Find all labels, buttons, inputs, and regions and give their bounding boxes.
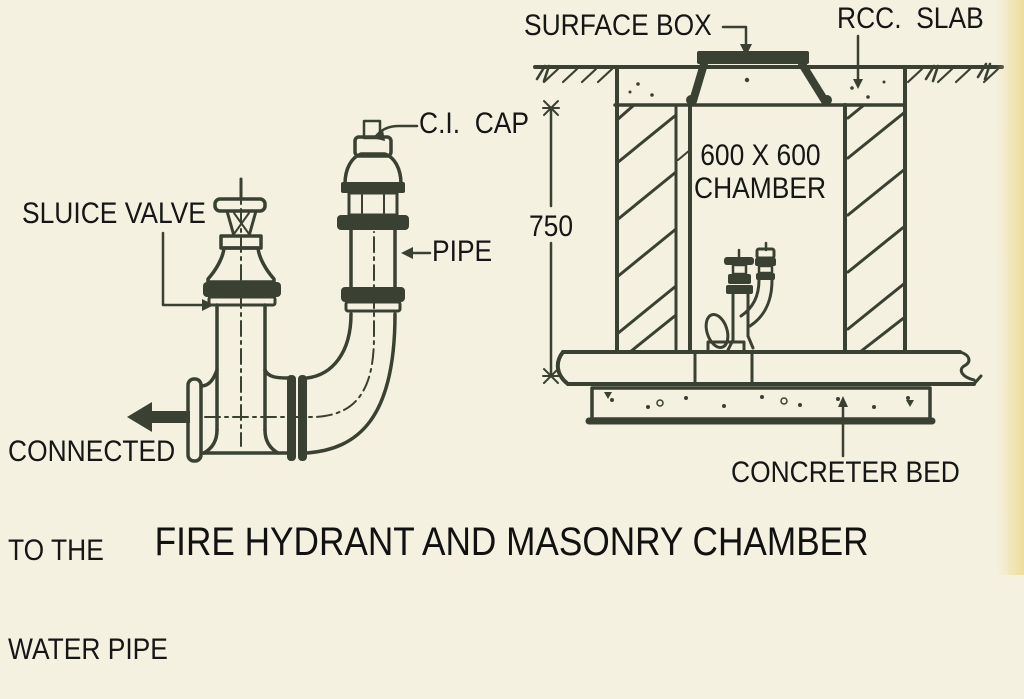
chamber-label: 600 X 600 CHAMBER: [680, 139, 840, 205]
rcc-slab-left: [615, 65, 654, 107]
bend-flange: [287, 375, 307, 461]
right-wall: [843, 65, 907, 354]
pipe-label: PIPE: [432, 235, 493, 268]
leader-concrete-bed: [838, 396, 848, 458]
left-wall-hatch: [615, 103, 691, 354]
soil-hatch-left: [535, 64, 614, 84]
water-main-pipe: [555, 340, 983, 386]
ci-cap-label: C.I. CAP: [419, 107, 530, 140]
hydrant-neck: [347, 191, 399, 217]
sluice-valve-body: [203, 234, 281, 307]
centerlines: [204, 180, 375, 447]
surface-box: [686, 51, 832, 105]
leader-surface-box: [721, 25, 752, 56]
depth-dimension-text: 750: [529, 210, 574, 243]
leader-ci-cap: [372, 124, 419, 141]
hydrant-barrel: [349, 228, 397, 290]
dimension-line-750: [542, 100, 560, 384]
water-pipe-arrow: [127, 402, 190, 432]
right-wall-hatch: [846, 103, 907, 354]
chamber-size-text: 600 X 600: [699, 139, 821, 172]
rcc-slab-right: [850, 80, 886, 99]
chamber-word-text: CHAMBER: [693, 172, 826, 205]
elbow-bend: [305, 312, 397, 455]
leader-sluice-valve: [161, 231, 214, 311]
sluice-valve-label: SLUICE VALVE: [22, 197, 206, 230]
soil-hatch-right: [906, 62, 1000, 84]
hydrant-lower-flange: [341, 287, 405, 313]
sluice-valve-handwheel: [213, 177, 267, 238]
diagram-title-text: FIRE HYDRANT AND MASONRY CHAMBER: [155, 520, 869, 564]
hydrant-dome: [341, 152, 405, 193]
surface-box-label: SURFACE BOX: [524, 9, 712, 42]
connected-line-3: WATER PIPE: [8, 633, 168, 666]
diagram-title: FIRE HYDRANT AND MASONRY CHAMBER: [0, 520, 1024, 565]
rcc-slab-label: RCC. SLAB: [837, 2, 984, 35]
chamber-mini-hydrant: [704, 241, 776, 352]
diagram-canvas: [127, 25, 1004, 463]
leader-rcc-slab: [853, 34, 863, 89]
connected-line-1: CONNECTED: [8, 435, 176, 468]
sluice-valve-barrel: [199, 303, 291, 455]
concrete-bed-label: CONCRETER BED: [731, 456, 960, 489]
concrete-bed: [585, 386, 936, 425]
diagram-page: SLUICE VALVE C.I. CAP PIPE CONNECTED TO …: [0, 0, 1024, 666]
left-wall: [615, 65, 692, 354]
connected-line-2: TO THE: [8, 534, 104, 567]
hydrant-cap: [353, 135, 393, 158]
leader-pipe: [401, 247, 432, 259]
hydrant-upper-flange: [337, 215, 409, 230]
